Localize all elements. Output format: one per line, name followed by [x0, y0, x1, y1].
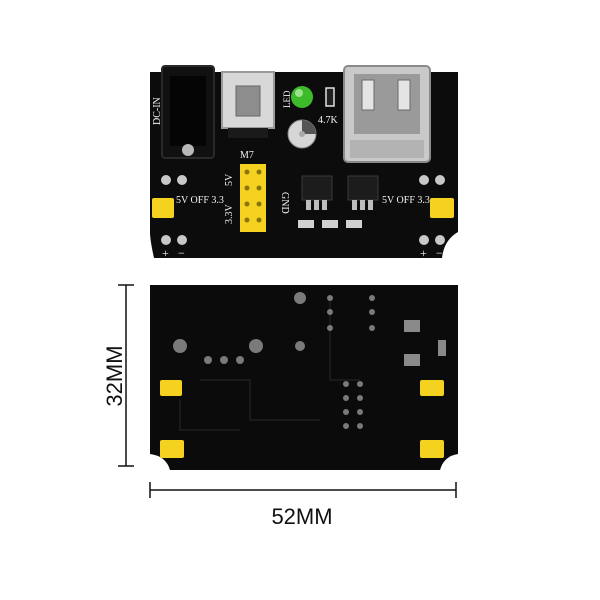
led-icon: [291, 86, 313, 108]
top-board: DC-IN LED 4.7K M: [150, 65, 458, 260]
width-dimension: [149, 482, 457, 498]
left-jumper-label: 5V OFF 3.3: [176, 195, 224, 206]
resistor-label: 4.7K: [318, 115, 339, 126]
height-dimension: [118, 284, 134, 467]
bottom-board: [150, 285, 458, 470]
solder-pads: [173, 292, 375, 429]
bottom-board-pcb: [150, 285, 458, 470]
right-rail-pins: [419, 175, 445, 245]
header-3v3-label: 3.3V: [224, 204, 235, 225]
right-jumper-icon[interactable]: [430, 198, 454, 218]
resistor: [325, 87, 335, 107]
led-label: LED: [282, 90, 292, 108]
dc-barrel-jack-icon: [161, 65, 215, 159]
right-jumper-label: 5V OFF 3.3: [382, 195, 430, 206]
jumper-icon[interactable]: [152, 198, 174, 218]
power-header-pins[interactable]: [240, 164, 266, 232]
bottom-jumpers: [160, 380, 444, 458]
push-button-icon[interactable]: [221, 71, 275, 138]
left-rail-pins: [161, 175, 187, 245]
regulator-icon: [301, 175, 379, 210]
header-5v-label: 5V: [224, 173, 235, 186]
dc-in-label: DC-IN: [152, 97, 163, 125]
height-dimension-label: 32MM: [102, 345, 127, 406]
m7-label: M7: [240, 150, 254, 161]
square-pads: [404, 320, 446, 366]
left-minus-label: −: [178, 246, 185, 260]
width-dimension-label: 52MM: [271, 504, 332, 529]
capacitor-icon: [287, 119, 317, 149]
header-gnd-label: GND: [279, 192, 290, 214]
right-plus-label: +: [420, 246, 427, 260]
right-minus-label: −: [436, 246, 443, 260]
usb-port-icon: [343, 65, 431, 163]
smd-components: [298, 220, 362, 228]
left-plus-label: +: [162, 246, 169, 260]
